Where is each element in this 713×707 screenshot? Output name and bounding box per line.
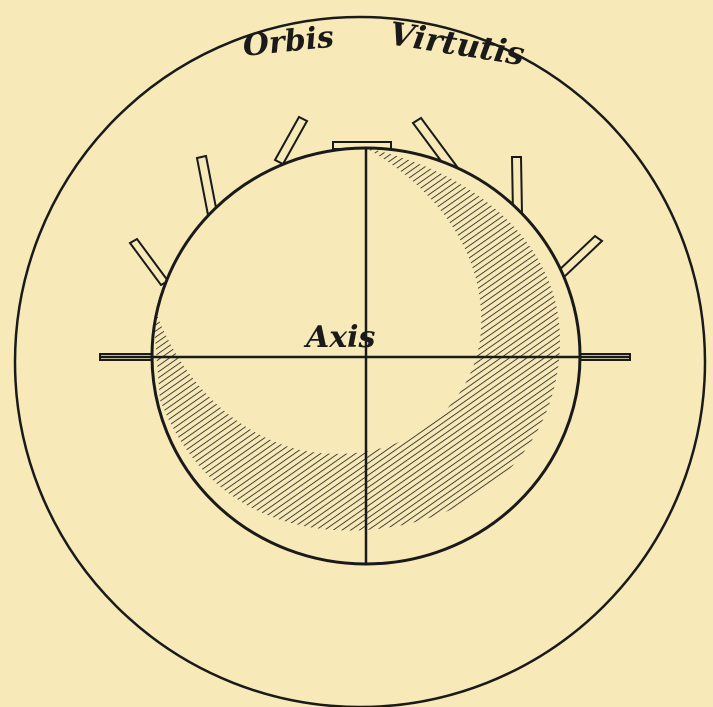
orbis-label: Orbis [241,20,335,64]
emanation-bar [130,239,168,285]
axis-label: Axis [303,320,376,355]
emanation-bar [197,156,217,215]
virtutis-label: Virtutis [387,14,528,73]
